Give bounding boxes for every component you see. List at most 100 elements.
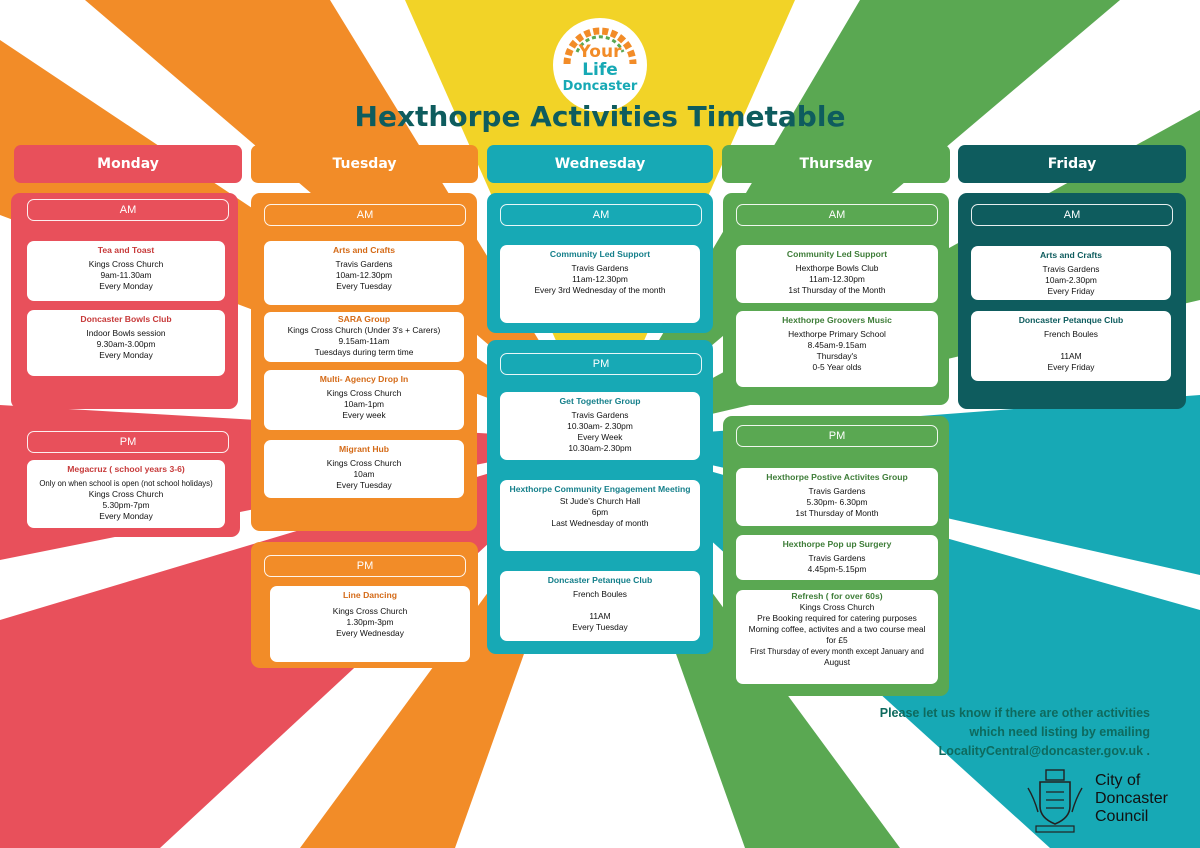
contact-email-link[interactable]: LocalityCentral@doncaster.gov.uk . [938,744,1150,758]
activity-card: Multi- Agency Drop In Kings Cross Church… [264,370,464,430]
contact-note-line: Please let us know if there are other ac… [879,706,1150,720]
thursday-pm-label: PM [736,425,938,447]
council-name-line: City of [1095,772,1141,789]
activity-detail: 1.30pm-3pm [346,617,394,627]
activity-card: Doncaster Bowls Club Indoor Bowls sessio… [27,310,225,376]
activity-detail: Hexthorpe Bowls Club [795,263,879,273]
activity-card: Doncaster Petanque Club French Boules 11… [500,571,700,641]
council-name-line: Doncaster [1095,790,1168,807]
activity-detail: Hexthorpe Primary School [788,329,886,339]
activity-detail: 5.30pm-7pm [102,500,150,510]
activity-detail: August [823,657,851,667]
activity-detail: Last Wednesday of month [551,518,649,528]
activity-title: Arts and Crafts [1039,250,1103,260]
activity-detail [971,340,1171,351]
activity-detail: Travis Gardens [1042,264,1100,274]
activity-detail: 1st Thursday of Month [795,508,879,518]
activity-detail: Kings Cross Church [326,458,402,468]
activity-detail: 9am-11.30am [100,270,152,280]
activity-title: Hexthorpe Community Engagement Meeting [509,484,691,494]
activity-detail: Every Monday [99,511,153,521]
activity-detail: 5.30pm- 6.30pm [806,497,868,507]
activity-detail: 10am-1pm [343,399,385,409]
activity-detail: Kings Cross Church [799,602,875,612]
activity-detail: Travis Gardens [335,259,393,269]
thursday-am-label: AM [736,204,938,226]
contact-note-line: which need listing by emailing [969,725,1150,739]
activity-card: Line Dancing Kings Cross Church 1.30pm-3… [270,586,470,662]
activity-title: Hexthorpe Pop up Surgery [782,539,892,549]
monday-pm-panel: PM Megacruz ( school years 3-6) Only on … [11,425,240,537]
day-header-thursday: Thursday [722,145,950,183]
wednesday-pm-panel: PM Get Together Group Travis Gardens 10.… [487,340,713,654]
activity-detail: 10am [353,469,375,479]
activity-detail: 10.30am- 2.30pm [567,421,633,431]
activity-detail: Every Week [577,432,623,442]
wednesday-am-label: AM [500,204,702,226]
activity-detail: Every Tuesday [336,281,392,291]
activity-card: Arts and Crafts Travis Gardens 10am-2.30… [971,246,1171,300]
activity-detail: French Boules [1044,329,1098,339]
activity-title: Line Dancing [343,590,397,600]
wednesday-am-panel: AM Community Led Support Travis Gardens … [487,193,713,333]
activity-detail: 6pm [591,507,609,517]
activity-detail: 10am-12.30pm [335,270,393,280]
activity-detail: Travis Gardens [808,553,866,563]
activity-detail: Every Friday [1047,286,1095,296]
activity-detail: Every week [342,410,386,420]
activity-title: Hexthorpe Groovers Music [782,315,892,325]
activity-detail: for £5 [826,635,848,645]
activity-detail: Every Monday [99,281,153,291]
activity-detail: Only on when school is open (not school … [39,479,213,488]
contact-note: Please let us know if there are other ac… [760,704,1150,761]
activity-detail: Kings Cross Church (Under 3's + Carers) [287,325,441,335]
activity-card: Community Led Support Travis Gardens 11a… [500,245,700,323]
activity-detail: Every Tuesday [572,622,628,632]
tuesday-pm-panel: PM Line Dancing Kings Cross Church 1.30p… [251,542,478,668]
activity-title: Migrant Hub [338,444,390,454]
activity-title: SARA Group [337,314,391,324]
activity-title: Doncaster Bowls Club [80,314,172,324]
activity-detail [500,600,700,611]
activity-detail: 10.30am-2.30pm [568,443,632,453]
day-header-monday: Monday [14,145,242,183]
activity-detail: Pre Booking required for catering purpos… [757,613,917,623]
activity-detail: Every Tuesday [336,480,392,490]
monday-am-panel: AM Tea and Toast Kings Cross Church 9am-… [11,193,238,409]
thursday-am-panel: AM Community Led Support Hexthorpe Bowls… [723,193,949,405]
thursday-pm-panel: PM Hexthorpe Postive Activites Group Tra… [723,416,949,696]
activity-detail: 1st Thursday of the Month [788,285,886,295]
activity-detail: Travis Gardens [571,263,629,273]
activity-detail: Morning coffee, activites and a two cour… [748,624,926,634]
activity-detail: 0-5 Year olds [812,362,862,372]
friday-am-label: AM [971,204,1173,226]
activity-detail: 11am-12.30pm [572,274,628,284]
activity-detail: 11AM [589,611,611,621]
activity-detail: St Jude's Church Hall [559,496,641,506]
activity-title: Hexthorpe Postive Activites Group [766,472,908,482]
activity-card: SARA Group Kings Cross Church (Under 3's… [264,312,464,362]
activity-title: Arts and Crafts [332,245,396,255]
logo-life: Life [582,60,618,80]
logo-arc-icon [563,27,637,65]
activity-title: Megacruz ( school years 3-6) [67,464,185,474]
activity-detail: Kings Cross Church [326,388,402,398]
activity-detail: Travis Gardens [808,486,866,496]
activity-detail: First Thursday of every month except Jan… [750,647,924,656]
activity-detail: Kings Cross Church [332,606,408,616]
your-life-doncaster-logo: Your Life Doncaster [553,18,647,112]
activity-detail: Every Monday [99,350,153,360]
day-header-wednesday: Wednesday [487,145,713,183]
activity-detail: French Boules [573,589,627,599]
tuesday-pm-label: PM [264,555,466,577]
day-header-friday: Friday [958,145,1186,183]
activity-title: Community Led Support [549,249,651,259]
activity-detail: 8.45am-9.15am [807,340,867,350]
activity-card: Migrant Hub Kings Cross Church 10am Ever… [264,440,464,498]
activity-card: Hexthorpe Groovers Music Hexthorpe Prima… [736,311,938,387]
activity-title: Doncaster Petanque Club [1018,315,1124,325]
activity-title: Doncaster Petanque Club [547,575,653,585]
council-name: City of Doncaster Council [1095,772,1168,826]
activity-title: Get Together Group [559,396,641,406]
activity-card: Arts and Crafts Travis Gardens 10am-12.3… [264,241,464,305]
